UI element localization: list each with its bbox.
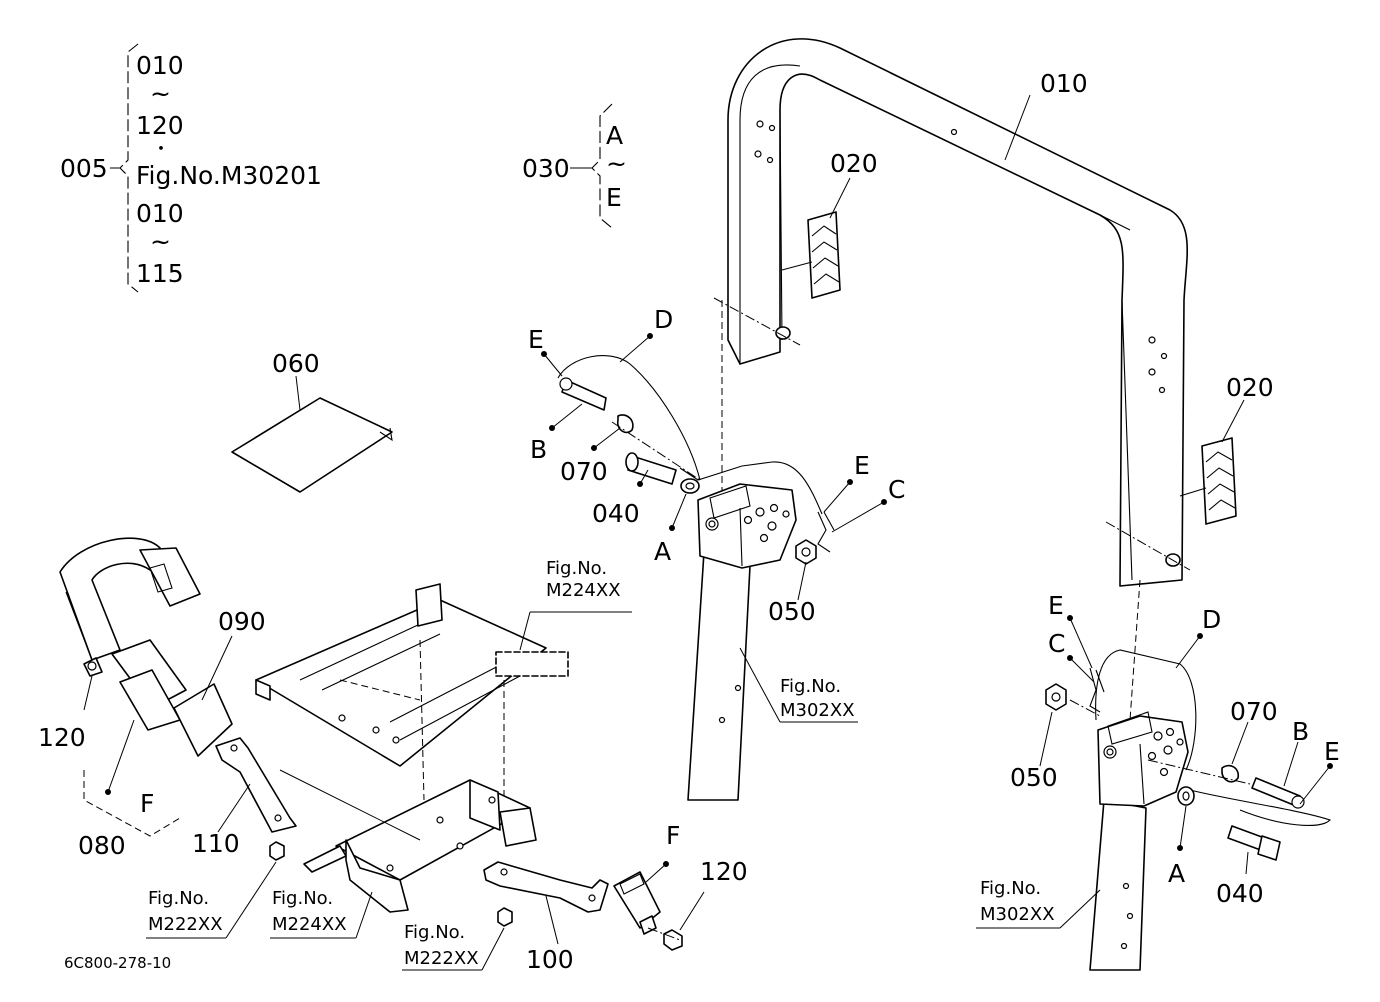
left-pivot-bracket bbox=[679, 461, 823, 569]
letter-E-left-mid: E bbox=[854, 451, 870, 480]
letter-E-right-top: E bbox=[1048, 591, 1064, 620]
bracket-100 bbox=[483, 861, 609, 913]
letter-F-bracket: F bbox=[666, 821, 680, 850]
letter-E-left-top: E bbox=[528, 325, 544, 354]
group030-first: A bbox=[606, 121, 623, 150]
letter-C-left: C bbox=[888, 475, 905, 504]
rops-frame bbox=[713, 38, 1191, 587]
label-110: 110 bbox=[192, 829, 240, 858]
label-070-left: 070 bbox=[560, 457, 608, 486]
range-b-tilde: ~ bbox=[150, 227, 171, 256]
letter-A-left: A bbox=[654, 537, 671, 566]
label-060: 060 bbox=[272, 349, 320, 378]
ref-m224-top-line2: M224XX bbox=[546, 580, 621, 601]
seat-belt-080 bbox=[59, 537, 233, 757]
range-separator: ・ bbox=[152, 139, 170, 160]
label-040-left: 040 bbox=[592, 499, 640, 528]
label-020-upper: 020 bbox=[830, 149, 878, 178]
ref-m222-left-line1: Fig.No. bbox=[148, 888, 209, 909]
letter-A-right: A bbox=[1168, 859, 1185, 888]
label-050-right: 050 bbox=[1010, 763, 1058, 792]
group-number: 005 bbox=[60, 154, 108, 183]
ref-m302-right-line2: M302XX bbox=[980, 904, 1055, 925]
ref-m224-top-line1: Fig.No. bbox=[546, 558, 607, 579]
letter-E-right-bottom: E bbox=[1324, 737, 1340, 766]
ref-m302-left-line1: Fig.No. bbox=[780, 676, 841, 697]
letter-B-right: B bbox=[1292, 717, 1309, 746]
bolt-120-right bbox=[647, 927, 683, 951]
decal-020-upper bbox=[807, 211, 841, 299]
label-080: 080 bbox=[78, 831, 126, 860]
left-post bbox=[687, 300, 751, 801]
buckle-F bbox=[613, 871, 661, 935]
right-pivot-bracket bbox=[1095, 649, 1332, 826]
label-050-left: 050 bbox=[768, 597, 816, 626]
ref-m302-left-line2: M302XX bbox=[780, 700, 855, 721]
label-120-right: 120 bbox=[700, 857, 748, 886]
nut-m222-left bbox=[269, 841, 285, 861]
range-b-start: 010 bbox=[136, 199, 184, 228]
range-a-end: 120 bbox=[136, 111, 184, 140]
seat-rails bbox=[255, 583, 569, 801]
group030-number: 030 bbox=[522, 154, 570, 183]
range-a-start: 010 bbox=[136, 51, 184, 80]
label-100: 100 bbox=[526, 945, 574, 974]
letter-B-left: B bbox=[530, 435, 547, 464]
group030-tilde: ~ bbox=[606, 149, 627, 178]
manual-060 bbox=[231, 397, 393, 493]
bracket-110 bbox=[215, 737, 421, 841]
label-040-right: 040 bbox=[1216, 879, 1264, 908]
drawing-code: 6C800-278-10 bbox=[64, 954, 171, 972]
nut-m222-bottom bbox=[497, 907, 513, 927]
letter-D-left: D bbox=[654, 305, 673, 334]
ref-m222-bottom-line2: M222XX bbox=[404, 948, 479, 969]
group-005-callout: 005 010 ~ 120 ・ Fig.No.M30201 010 ~ 115 bbox=[60, 43, 322, 293]
ref-m222-bottom-line1: Fig.No. bbox=[404, 922, 465, 943]
decal-020-lower bbox=[1201, 437, 1237, 525]
group-030-callout: 030 A ~ E bbox=[522, 103, 627, 229]
seat-frame bbox=[303, 779, 537, 913]
ref-m222-left-line2: M222XX bbox=[148, 914, 223, 935]
ref-m224-bottom-line2: M224XX bbox=[272, 914, 347, 935]
label-010: 010 bbox=[1040, 69, 1088, 98]
range-a-tilde: ~ bbox=[150, 79, 171, 108]
group-figure-ref: Fig.No.M30201 bbox=[136, 161, 322, 190]
label-070-right: 070 bbox=[1230, 697, 1278, 726]
group030-last: E bbox=[606, 183, 622, 212]
ref-m224-bottom-line1: Fig.No. bbox=[272, 888, 333, 909]
right-pin-assembly bbox=[1045, 667, 1305, 861]
letter-D-right: D bbox=[1202, 605, 1221, 634]
ref-m302-right-line1: Fig.No. bbox=[980, 878, 1041, 899]
label-020-lower: 020 bbox=[1226, 373, 1274, 402]
label-120-left: 120 bbox=[38, 723, 86, 752]
letter-C-right: C bbox=[1048, 629, 1065, 658]
range-b-end: 115 bbox=[136, 259, 184, 288]
label-090: 090 bbox=[218, 607, 266, 636]
left-pin-assembly bbox=[557, 355, 835, 565]
letter-F-belt: F bbox=[140, 789, 154, 818]
